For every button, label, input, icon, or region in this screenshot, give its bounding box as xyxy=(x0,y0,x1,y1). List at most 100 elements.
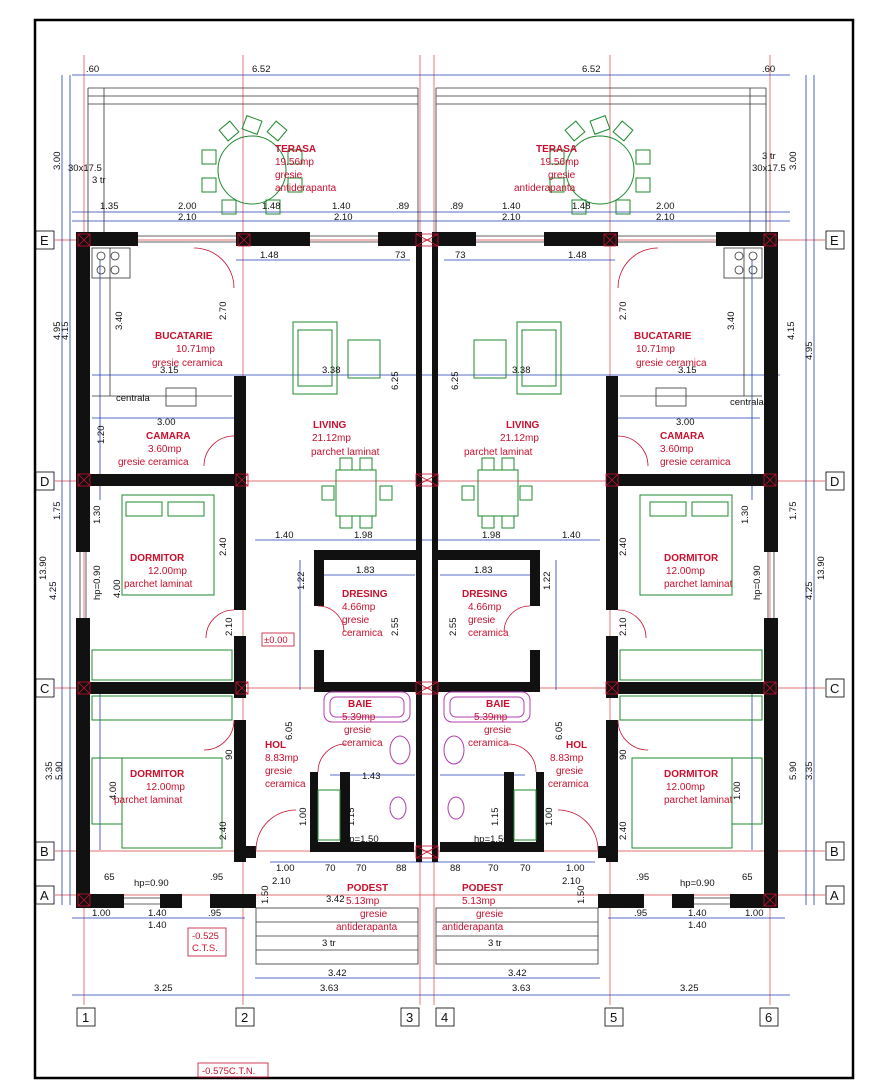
svg-text:PODEST: PODEST xyxy=(347,883,388,894)
svg-text:2.55: 2.55 xyxy=(448,618,459,637)
svg-text:4: 4 xyxy=(441,1010,448,1025)
svg-text:5.13mp: 5.13mp xyxy=(346,896,380,907)
svg-text:parchet laminat: parchet laminat xyxy=(311,447,380,458)
svg-text:1.83: 1.83 xyxy=(356,565,375,576)
entry-stairs xyxy=(255,907,599,965)
svg-text:ceramica: ceramica xyxy=(468,628,509,639)
svg-text:5.90: 5.90 xyxy=(54,762,65,781)
svg-text:DRESING: DRESING xyxy=(342,589,388,600)
svg-text:HOL: HOL xyxy=(566,740,587,751)
svg-text:6.05: 6.05 xyxy=(554,722,565,741)
svg-text:3.63: 3.63 xyxy=(320,983,339,994)
svg-text:gresie: gresie xyxy=(265,766,293,777)
svg-text:±0.00: ±0.00 xyxy=(264,635,288,646)
svg-text:1.40: 1.40 xyxy=(502,201,521,212)
svg-text:.60: .60 xyxy=(86,64,99,75)
svg-text:3.63: 3.63 xyxy=(512,983,531,994)
svg-text:hp=0.90: hp=0.90 xyxy=(134,878,169,889)
bedroom-beds xyxy=(91,494,763,849)
svg-text:1.75: 1.75 xyxy=(52,502,63,521)
svg-text:3.40: 3.40 xyxy=(114,312,125,331)
bathroom-fixtures xyxy=(317,691,537,841)
svg-text:73: 73 xyxy=(395,250,406,261)
svg-text:6.25: 6.25 xyxy=(450,372,461,391)
room-label-camara-right: CAMARA 3.60mp gresie ceramica xyxy=(660,431,731,468)
room-label-baie-left: BAIE 5.39mp gresie ceramica xyxy=(342,699,383,749)
svg-text:2: 2 xyxy=(241,1010,248,1025)
svg-text:88: 88 xyxy=(450,863,461,874)
kitchen-right-furniture xyxy=(620,247,763,407)
svg-text:gresie: gresie xyxy=(476,909,504,920)
svg-text:LIVING: LIVING xyxy=(506,420,540,431)
svg-text:1.43: 1.43 xyxy=(362,771,381,782)
svg-text:1.20: 1.20 xyxy=(96,426,107,445)
svg-text:1.75: 1.75 xyxy=(788,502,799,521)
room-label-bucatarie-right: BUCATARIE 10.71mp gresie ceramica xyxy=(634,331,707,369)
room-label-living-right: LIVING 21.12mp parchet laminat xyxy=(464,420,540,458)
svg-text:1.83: 1.83 xyxy=(474,565,493,576)
svg-text:1.40: 1.40 xyxy=(148,908,167,919)
svg-text:3.38: 3.38 xyxy=(512,365,531,376)
svg-text:A: A xyxy=(830,888,839,903)
room-label-podest-right: PODEST 5.13mp gresie antiderapanta xyxy=(442,883,504,933)
svg-text:12.00mp: 12.00mp xyxy=(666,782,705,793)
svg-text:3.42: 3.42 xyxy=(328,968,347,979)
svg-text:.60: .60 xyxy=(762,64,775,75)
doors xyxy=(193,247,659,851)
svg-text:2.70: 2.70 xyxy=(218,302,229,321)
svg-text:3: 3 xyxy=(406,1010,413,1025)
svg-text:4.95: 4.95 xyxy=(52,322,63,341)
svg-text:1.48: 1.48 xyxy=(572,201,591,212)
room-label-hol-left: HOL 8.83mp gresie ceramica xyxy=(265,740,306,790)
svg-text:DORMITOR: DORMITOR xyxy=(664,769,719,780)
svg-text:antiderapanta: antiderapanta xyxy=(336,922,398,933)
svg-text:1.40: 1.40 xyxy=(148,920,167,931)
svg-text:gresie ceramica: gresie ceramica xyxy=(152,358,223,369)
svg-text:70: 70 xyxy=(488,863,499,874)
columns xyxy=(77,233,777,907)
room-label-terasa-right: TERASA 19.56mp gresie antiderapanta xyxy=(514,144,579,194)
svg-text:CAMARA: CAMARA xyxy=(660,431,704,442)
room-label-baie-right: BAIE 5.39mp gresie ceramica xyxy=(468,699,512,749)
svg-text:parchet laminat: parchet laminat xyxy=(114,795,183,806)
svg-text:1.98: 1.98 xyxy=(482,530,501,541)
svg-text:2.10: 2.10 xyxy=(272,876,291,887)
svg-text:1.50: 1.50 xyxy=(260,886,271,905)
svg-text:TERASA: TERASA xyxy=(275,144,316,155)
svg-text:gresie: gresie xyxy=(556,766,584,777)
svg-text:1.00: 1.00 xyxy=(566,863,585,874)
svg-text:90: 90 xyxy=(618,749,629,760)
svg-text:2.10: 2.10 xyxy=(178,212,197,223)
room-label-dormitor1-left: DORMITOR 12.00mp parchet laminat xyxy=(124,553,193,590)
level-zero: ±0.00 xyxy=(261,632,295,647)
svg-text:2.40: 2.40 xyxy=(218,538,229,557)
svg-text:12.00mp: 12.00mp xyxy=(148,566,187,577)
svg-text:.95: .95 xyxy=(634,908,647,919)
svg-text:centrala: centrala xyxy=(730,397,765,408)
svg-text:gresie: gresie xyxy=(548,170,576,181)
svg-text:1.30: 1.30 xyxy=(740,506,751,525)
svg-text:21.12mp: 21.12mp xyxy=(312,433,351,444)
svg-text:gresie: gresie xyxy=(342,615,370,626)
svg-text:1.00: 1.00 xyxy=(745,908,764,919)
svg-text:12.00mp: 12.00mp xyxy=(146,782,185,793)
svg-text:3.25: 3.25 xyxy=(154,983,173,994)
svg-text:6.25: 6.25 xyxy=(390,372,401,391)
svg-text:2.10: 2.10 xyxy=(562,876,581,887)
svg-text:4.66mp: 4.66mp xyxy=(468,602,502,613)
svg-text:.95: .95 xyxy=(210,872,223,883)
svg-text:5.90: 5.90 xyxy=(788,762,799,781)
svg-text:gresie: gresie xyxy=(275,170,303,181)
svg-text:gresie ceramica: gresie ceramica xyxy=(636,358,707,369)
svg-text:4.00: 4.00 xyxy=(112,580,123,599)
svg-text:BUCATARIE: BUCATARIE xyxy=(155,331,213,342)
svg-text:70: 70 xyxy=(356,863,367,874)
svg-text:C.T.S.: C.T.S. xyxy=(192,943,218,954)
svg-text:ceramica: ceramica xyxy=(265,779,306,790)
room-label-dormitor2-left: DORMITOR 12.00mp parchet laminat xyxy=(114,769,185,806)
svg-text:2.40: 2.40 xyxy=(618,538,629,557)
svg-text:65: 65 xyxy=(742,872,753,883)
svg-text:HOL: HOL xyxy=(265,740,286,751)
svg-text:ceramica: ceramica xyxy=(468,738,509,749)
